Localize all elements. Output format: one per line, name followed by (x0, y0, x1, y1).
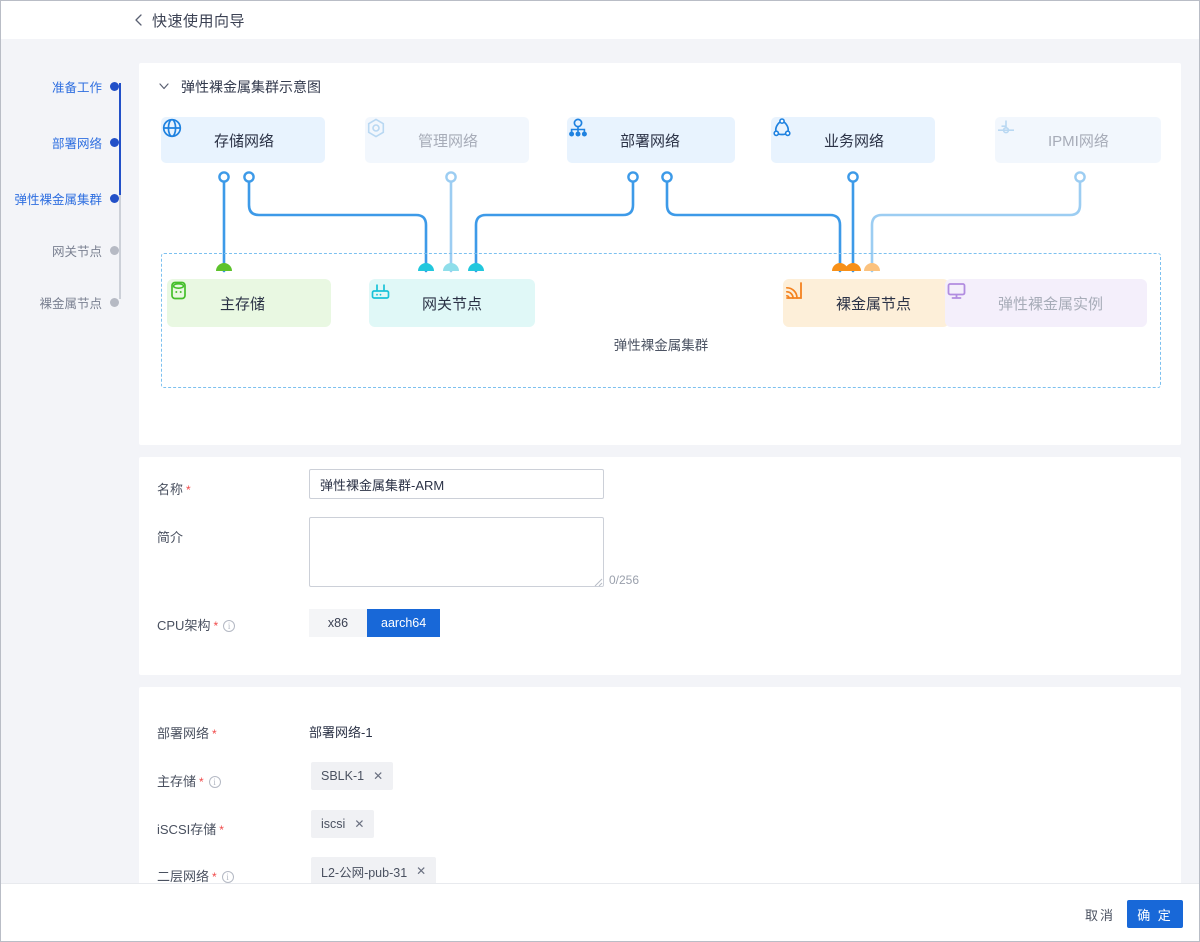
cancel-button[interactable]: 取消 (1084, 907, 1115, 923)
description-textarea[interactable] (309, 517, 604, 587)
step-connector (119, 139, 121, 195)
step-label: 准备工作 (51, 81, 102, 95)
required-mark: * (213, 619, 219, 633)
info-icon[interactable]: i (223, 620, 236, 632)
network-box-storage[interactable]: 存储网络 (161, 117, 325, 163)
info-icon[interactable]: i (208, 776, 221, 788)
signal-icon (785, 282, 824, 315)
step-sidebar: 准备工作 部署网络 弹性裸金属集群 网关节点 裸金属节点 (1, 39, 131, 339)
cpu-arch-option-aarch64[interactable]: aarch64 (367, 609, 441, 637)
iscsi-storage-tag[interactable]: iscsi ✕ (311, 810, 375, 838)
body-area: 准备工作 部署网络 弹性裸金属集群 网关节点 裸金属节点 (1, 39, 1199, 941)
step-dot-icon (110, 298, 119, 307)
step-dot-icon (110, 246, 119, 255)
monitor-icon (947, 283, 986, 315)
name-label: 名称* (157, 482, 191, 497)
network-box-deploy[interactable]: 部署网络 (567, 117, 735, 163)
top-bar: 快速使用向导 (1, 1, 1199, 39)
step-connector (119, 247, 121, 299)
chevron-down-icon[interactable] (157, 79, 171, 96)
network-label: 存储网络 (214, 132, 275, 150)
cpu-arch-segmented-control[interactable]: x86 aarch64 (309, 609, 441, 637)
l2-network-label: 二层网络*i (157, 866, 234, 885)
close-icon[interactable]: ✕ (373, 769, 384, 783)
sitemap-icon (569, 118, 609, 151)
step-label: 部署网络 (51, 137, 102, 151)
node-label: 弹性裸金属实例 (998, 295, 1104, 313)
chevron-left-icon[interactable] (132, 13, 146, 27)
network-label: 管理网络 (418, 132, 479, 150)
node-label: 主存储 (220, 295, 266, 313)
hexagon-target-icon (367, 118, 407, 151)
description-label: 简介 (157, 530, 184, 545)
node-label: 网关节点 (422, 295, 483, 313)
network-label: 部署网络 (620, 132, 681, 150)
node-label: 裸金属节点 (836, 295, 912, 313)
router-icon (371, 284, 410, 315)
sidebar-item-bare-metal-node[interactable]: 裸金属节点 (39, 293, 119, 312)
network-config-card: 部署网络* 部署网络-1 主存储*i SBLK-1 ✕ iSCSI存储* isc… (139, 687, 1181, 913)
iscsi-storage-label: iSCSI存储* (157, 822, 224, 837)
confirm-button[interactable]: 确 定 (1127, 900, 1183, 928)
sidebar-item-gateway-node[interactable]: 网关节点 (52, 241, 119, 260)
tag-label: SBLK-1 (321, 769, 365, 783)
step-dot-icon (110, 82, 119, 91)
diagram-section-title: 弹性裸金属集群示意图 (181, 79, 321, 95)
l2-network-tag[interactable]: L2-公网-pub-31 ✕ (311, 857, 437, 885)
step-label: 网关节点 (51, 245, 102, 259)
node-ring-icon (773, 118, 813, 151)
cpu-arch-option-x86[interactable]: x86 (309, 609, 367, 637)
database-icon (171, 281, 208, 315)
required-mark: * (219, 823, 224, 837)
network-box-ipmi[interactable]: IPMI网络 (995, 117, 1161, 163)
diagram-card: 弹性裸金属集群示意图 (139, 63, 1181, 445)
diagram-section-header[interactable]: 弹性裸金属集群示意图 (157, 77, 321, 97)
tag-label: iscsi (321, 817, 346, 831)
step-label: 裸金属节点 (39, 297, 102, 311)
tag-label: L2-公网-pub-31 (321, 865, 408, 880)
node-box-gateway[interactable]: 网关节点 (369, 279, 535, 327)
cluster-frame: 弹性裸金属集群 (161, 253, 1161, 388)
network-box-management[interactable]: 管理网络 (365, 117, 529, 163)
network-label: 业务网络 (824, 132, 885, 150)
close-icon[interactable]: ✕ (354, 817, 365, 831)
deploy-network-value: 部署网络-1 (309, 725, 373, 740)
node-box-bare-metal[interactable]: 裸金属节点 (783, 279, 949, 327)
node-box-bare-metal-instance[interactable]: 弹性裸金属实例 (945, 279, 1147, 327)
main-storage-label: 主存储*i (157, 771, 221, 790)
footer-bar: 取消 确 定 (1, 883, 1199, 941)
step-connector (119, 195, 121, 247)
description-counter: 0/256 (609, 573, 640, 587)
info-icon[interactable]: i (221, 871, 234, 883)
basic-info-card: 名称* 简介 0/256 CPU架构*i x86 aarch64 (139, 457, 1181, 675)
cluster-caption: 弹性裸金属集群 (613, 338, 709, 353)
sidebar-item-deploy-network[interactable]: 部署网络 (52, 133, 119, 152)
sidebar-item-prepare[interactable]: 准备工作 (52, 77, 119, 96)
name-input[interactable] (309, 469, 604, 499)
globe-icon (162, 118, 203, 151)
step-dot-icon (110, 194, 119, 203)
step-dot-icon (110, 138, 119, 147)
network-label: IPMI网络 (1048, 132, 1109, 150)
page-title: 快速使用向导 (152, 12, 246, 30)
close-icon[interactable]: ✕ (416, 864, 427, 878)
cluster-diagram: 存储网络 管理网络 (139, 63, 1181, 445)
step-connector (119, 83, 121, 139)
node-box-main-storage[interactable]: 主存储 (167, 279, 331, 327)
step-label: 弹性裸金属集群 (14, 193, 102, 207)
sidebar-item-bare-metal-cluster[interactable]: 弹性裸金属集群 (14, 189, 119, 208)
ipmi-port-icon (998, 120, 1037, 151)
required-mark: * (199, 775, 204, 789)
deploy-network-label: 部署网络* (157, 726, 217, 741)
required-mark: * (212, 727, 217, 741)
network-box-business[interactable]: 业务网络 (771, 117, 935, 163)
required-mark: * (212, 870, 217, 884)
connection-lines (216, 171, 1086, 313)
main-storage-tag[interactable]: SBLK-1 ✕ (311, 762, 394, 790)
required-mark: * (186, 483, 191, 497)
cpu-arch-label: CPU架构*i (157, 615, 236, 634)
node-plugs (216, 263, 880, 271)
